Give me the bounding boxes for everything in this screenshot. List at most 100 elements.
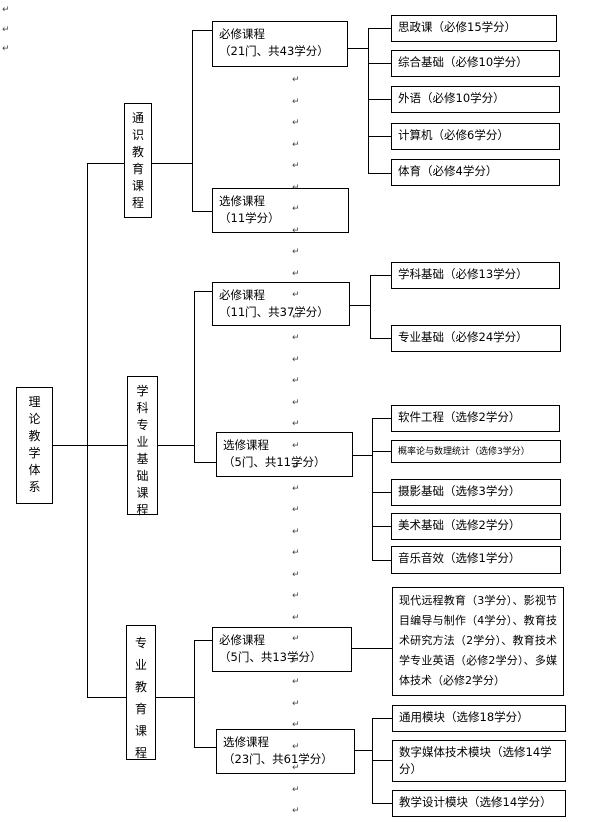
connector (87, 163, 88, 698)
group-title: 选修课程 (219, 194, 265, 208)
connector (192, 30, 193, 211)
leaf-label: 摄影基础（选修3学分） (398, 484, 521, 498)
leaf-label: 软件工程（选修2学分） (398, 410, 521, 424)
leaf-box: 教学设计模块（选修14学分） (392, 790, 566, 817)
leaf-label: 综合基础（必修10学分） (398, 55, 528, 69)
connector (87, 697, 126, 698)
connector (194, 462, 216, 463)
connector (194, 291, 212, 292)
group-credits: （11门、共37学分） (219, 305, 329, 319)
paragraph-mark: ↵ (2, 44, 10, 54)
paragraph-mark: ↵ (292, 398, 300, 408)
connector (372, 526, 391, 527)
group-discipline-elective: 选修课程 （5门、共11学分） (216, 432, 353, 477)
leaf-box: 学科基础（必修13学分） (391, 262, 560, 289)
paragraph-mark: ↵ (292, 75, 300, 85)
leaf-box: 数字媒体技术模块（选修14学分） (392, 740, 566, 782)
paragraph-mark: ↵ (292, 204, 300, 214)
paragraph-mark: ↵ (292, 484, 300, 494)
paragraph-mark: ↵ (292, 183, 300, 193)
connector (372, 760, 392, 761)
connector (372, 492, 391, 493)
connector (353, 455, 372, 456)
connector (194, 640, 212, 641)
group-general-elective: 选修课程 （11学分） (212, 188, 349, 233)
connector (372, 418, 391, 419)
connector (368, 136, 391, 137)
connector (152, 163, 192, 164)
group-credits: （23门、共61学分） (223, 752, 333, 766)
connector (370, 275, 391, 276)
paragraph-mark: ↵ (292, 763, 300, 773)
leaf-box: 外语（必修10学分） (391, 86, 560, 113)
paragraph-mark: ↵ (292, 462, 300, 472)
leaf-box: 思政课（必修15学分） (391, 15, 557, 42)
connector (372, 451, 391, 452)
connector (194, 747, 216, 748)
paragraph-mark: ↵ (292, 527, 300, 537)
leaf-label: 通用模块（选修18学分） (399, 710, 529, 724)
connector (368, 99, 391, 100)
leaf-label: 外语（必修10学分） (398, 91, 505, 105)
paragraph-mark: ↵ (2, 25, 10, 35)
category-label: 专业教育课程 (135, 636, 148, 760)
leaf-box: 软件工程（选修2学分） (391, 405, 560, 432)
category-professional: 专业教育课程 (126, 625, 156, 760)
connector (372, 418, 373, 560)
paragraph-mark: ↵ (292, 226, 300, 236)
group-title: 必修课程 (219, 288, 265, 302)
connector (372, 803, 392, 804)
connector (194, 291, 195, 463)
group-title: 选修课程 (223, 735, 269, 749)
leaf-box: 通用模块（选修18学分） (392, 705, 566, 732)
leaf-label: 体育（必修4学分） (398, 164, 498, 178)
connector (348, 48, 368, 49)
connector (372, 718, 373, 804)
leaf-label: 概率论与数理统计（选修3学分） (398, 447, 530, 457)
group-title: 必修课程 (219, 27, 265, 41)
connector (158, 445, 194, 446)
paragraph-mark: ↵ (292, 290, 300, 300)
paragraph-mark: ↵ (292, 677, 300, 687)
paragraph-mark: ↵ (292, 591, 300, 601)
paragraph-mark: ↵ (292, 140, 300, 150)
group-discipline-required: 必修课程 （11门、共37学分） (212, 282, 350, 326)
paragraph-mark: ↵ (292, 548, 300, 558)
leaf-label: 专业基础（必修24学分） (398, 330, 528, 344)
connector (87, 163, 124, 164)
paragraph-mark: ↵ (292, 634, 300, 644)
connector (372, 560, 391, 561)
paragraph-mark: ↵ (292, 720, 300, 730)
leaf-label: 美术基础（选修2学分） (398, 518, 521, 532)
leaf-label: 数字媒体技术模块（选修14学分） (399, 745, 552, 776)
group-credits: （5门、共13学分） (219, 650, 322, 664)
paragraph-mark: ↵ (2, 5, 10, 15)
connector (370, 275, 371, 339)
leaf-box: 计算机（必修6学分） (391, 123, 560, 150)
leaf-box: 体育（必修4学分） (391, 159, 560, 186)
leaf-label: 现代远程教育（3学分）、影视节目编导与制作（4学分）、教育技术研究方法（2学分）… (399, 594, 557, 687)
leaf-box: 音乐音效（选修1学分） (391, 546, 561, 574)
group-general-required: 必修课程 （21门、共43学分） (212, 21, 348, 67)
category-general: 通识教育课程 (124, 103, 152, 218)
connector (368, 28, 369, 173)
connector (352, 648, 392, 649)
connector (192, 30, 212, 31)
group-professional-elective: 选修课程 （23门、共61学分） (216, 729, 355, 774)
category-discipline: 学科专业基础课程 (127, 376, 158, 517)
paragraph-mark: ↵ (292, 613, 300, 623)
paragraph-mark: ↵ (292, 312, 300, 322)
paragraph-mark: ↵ (292, 570, 300, 580)
connector (368, 63, 391, 64)
connector (372, 718, 392, 719)
paragraph-mark: ↵ (292, 419, 300, 429)
leaf-label: 学科基础（必修13学分） (398, 267, 528, 281)
paragraph-mark: ↵ (292, 269, 300, 279)
connector (350, 305, 370, 306)
connector (192, 211, 212, 212)
paragraph-mark: ↵ (292, 118, 300, 128)
root-label: 理论教学体系 (28, 395, 41, 494)
paragraph-mark: ↵ (292, 161, 300, 171)
leaf-box: 概率论与数理统计（选修3学分） (391, 440, 561, 463)
leaf-label: 思政课（必修15学分） (398, 20, 517, 34)
